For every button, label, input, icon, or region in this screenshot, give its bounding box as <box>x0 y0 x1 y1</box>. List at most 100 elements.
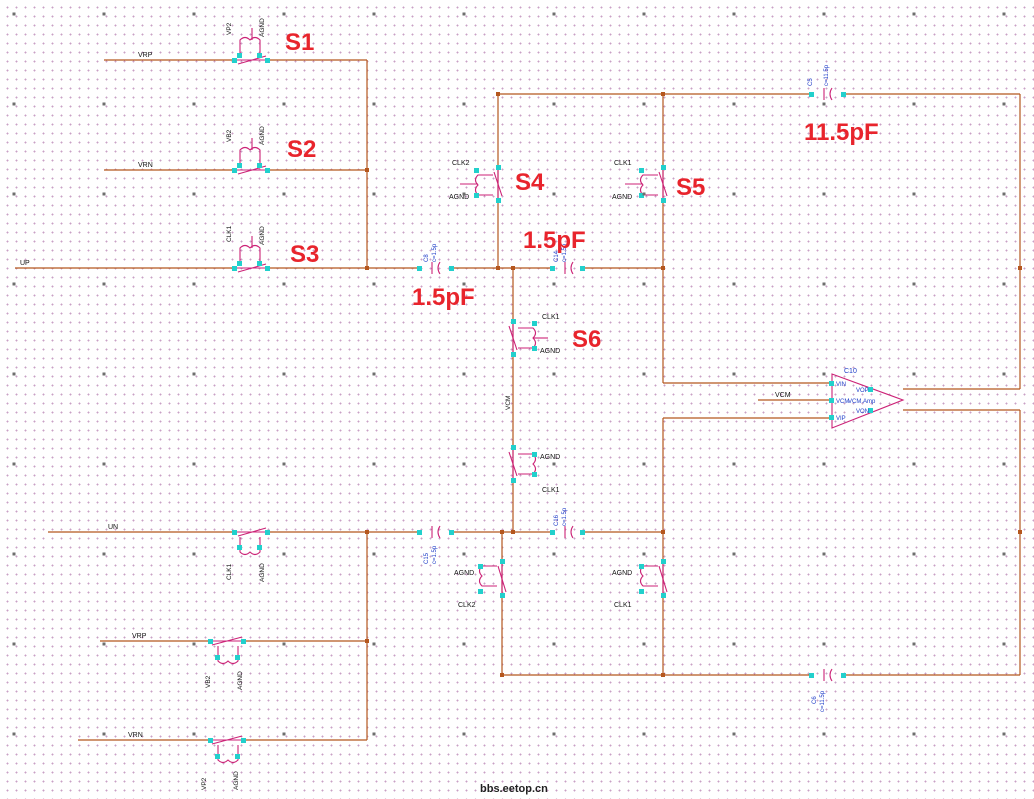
grid-major-dot <box>12 192 16 196</box>
grid-major-dot <box>372 192 376 196</box>
grid-major-dot <box>372 732 376 736</box>
grid-major-dot <box>732 552 736 556</box>
vrn-lower-vp2-label: VP2 <box>201 777 208 790</box>
annotation-s3: S3 <box>290 241 319 268</box>
capacitor-c15[interactable]: C15 c=1.5p <box>417 525 454 564</box>
net-up: UP <box>20 260 30 267</box>
grid-major-dot <box>462 372 466 376</box>
c14-ref: C14 <box>554 250 560 262</box>
annotation-s1: S1 <box>285 29 314 56</box>
grid-major-dot <box>642 552 646 556</box>
grid-major-dot <box>462 192 466 196</box>
grid-major-dot <box>12 12 16 16</box>
grid-major-dot <box>822 282 826 286</box>
grid-major-dot <box>732 462 736 466</box>
switch-bottom-clk1[interactable]: AGND CLK1 <box>612 559 668 609</box>
grid-major-dot <box>1002 732 1006 736</box>
c6-value: c=11.5p <box>820 690 826 712</box>
un-switch-agnd-label: AGND <box>259 563 266 582</box>
annotation-s4: S4 <box>515 169 545 196</box>
net-vrp-bottom: VRP <box>132 633 147 640</box>
grid-major-dot <box>282 462 286 466</box>
grid-major-dot <box>552 552 556 556</box>
net-vrn-top: VRN <box>138 162 153 169</box>
switch-s5[interactable]: CLK1 AGND <box>612 160 668 203</box>
s3-agnd-label: AGND <box>259 226 266 245</box>
c5-ref: C5 <box>808 78 814 86</box>
grid-major-dot <box>552 372 556 376</box>
grid-major-dot <box>462 102 466 106</box>
annotation-s6: S6 <box>572 326 601 353</box>
grid-major-dot <box>372 462 376 466</box>
s6-clk1-label: CLK1 <box>542 314 560 321</box>
watermark: bbs.eetop.cn <box>480 783 548 795</box>
grid-major-dot <box>192 102 196 106</box>
grid-major-dot <box>102 102 106 106</box>
capacitor-c6[interactable]: C6 c=11.5p <box>809 668 846 712</box>
capacitor-c5[interactable]: C5 c=11.5p <box>808 64 846 101</box>
grid-major-dot <box>192 462 196 466</box>
s1-vp2-label: VP2 <box>226 22 233 35</box>
grid-major-dot <box>1002 462 1006 466</box>
grid-major-dot <box>912 102 916 106</box>
grid-major-dot <box>642 372 646 376</box>
grid-major-dot <box>282 732 286 736</box>
c16-ref: C16 <box>554 514 560 526</box>
grid-major-dot <box>192 732 196 736</box>
bottom-clk1-label: CLK1 <box>614 602 632 609</box>
s5-clk1-label: CLK1 <box>614 160 632 167</box>
capacitor-c16[interactable]: C16 c=1.5p <box>550 507 585 539</box>
grid-major-dot <box>12 372 16 376</box>
grid-major-dot <box>192 282 196 286</box>
s3-clk1-label: CLK1 <box>226 225 233 242</box>
grid-major-dot <box>552 462 556 466</box>
grid-major-dot <box>192 372 196 376</box>
switch-s4[interactable]: CLK2 AGND <box>449 160 503 203</box>
switch-s3[interactable]: CLK1 AGND <box>226 225 270 273</box>
amplifier-c10[interactable]: C10 VIN VCM VCM.Amp VIP VOP VON <box>829 368 905 429</box>
grid-major-dot <box>822 552 826 556</box>
grid-major-dot <box>912 642 916 646</box>
switch-bottom-clk2[interactable]: AGND CLK2 <box>454 559 507 609</box>
amp-name: VCM.Amp <box>848 399 876 405</box>
grid-major-dot <box>822 462 826 466</box>
grid-major-dot <box>822 642 826 646</box>
grid-major-dot <box>552 102 556 106</box>
switch-vrn-lower[interactable]: VP2 AGND <box>201 735 246 790</box>
grid-major-dot <box>1002 192 1006 196</box>
grid-major-dot <box>912 12 916 16</box>
grid-major-dot <box>282 192 286 196</box>
switch-un-clk1[interactable]: CLK1 AGND <box>226 527 270 582</box>
c8-value: c=1.5p <box>432 243 438 262</box>
grid-major-dot <box>102 12 106 16</box>
grid-major-dot <box>822 102 826 106</box>
capacitor-c8[interactable]: C8 c=1.5p <box>417 243 454 275</box>
switch-vcm-lower[interactable]: AGND CLK1 <box>508 445 560 494</box>
grid-major-dot <box>642 732 646 736</box>
annotation-1-5pf-mid: 1.5pF <box>523 227 586 254</box>
switch-s6[interactable]: CLK1 AGND <box>508 314 560 357</box>
grid-major-dots <box>12 12 1006 736</box>
grid-major-dot <box>102 642 106 646</box>
switch-vrp-lower[interactable]: VB2 AGND <box>205 636 246 690</box>
grid-major-dot <box>462 462 466 466</box>
grid-major-dot <box>372 282 376 286</box>
grid-major-dot <box>102 282 106 286</box>
grid-major-dot <box>642 282 646 286</box>
net-vrn-bottom: VRN <box>128 732 143 739</box>
c14-value: c=1.5p <box>562 243 568 262</box>
grid-major-dot <box>732 372 736 376</box>
grid-major-dot <box>282 12 286 16</box>
bottom-clk1-agnd-label: AGND <box>612 570 632 577</box>
capacitor-c14[interactable]: C14 c=1.5p <box>550 243 585 275</box>
grid-major-dot <box>462 552 466 556</box>
vcm-lower-agnd-label: AGND <box>540 454 560 461</box>
switch-s2[interactable]: VB2 AGND <box>226 126 270 175</box>
s2-vb2-label: VB2 <box>226 129 233 142</box>
grid-major-dot <box>912 732 916 736</box>
net-vrp-top: VRP <box>138 52 153 59</box>
grid-major-dot <box>462 12 466 16</box>
amp-pin-vcm: VCM <box>836 399 849 405</box>
switch-s1[interactable]: VP2 AGND <box>226 18 270 65</box>
